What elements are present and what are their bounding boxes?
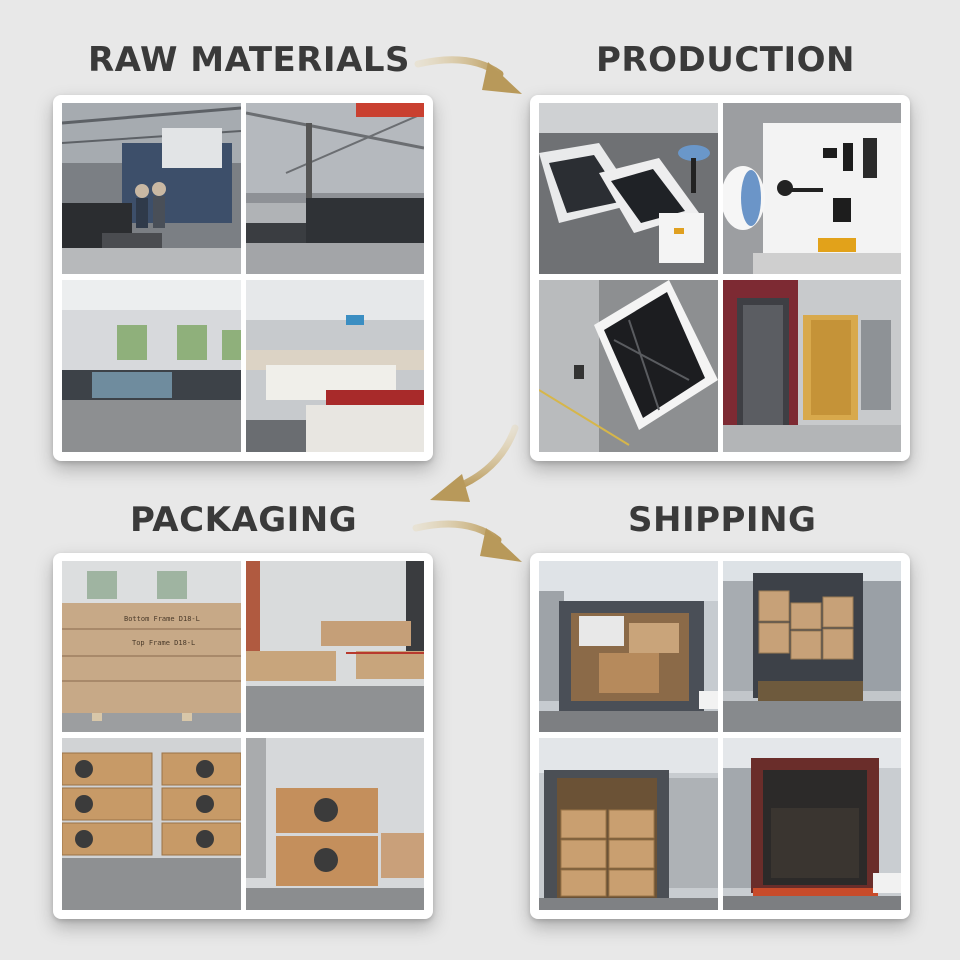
card-packaging: Bottom Frame D18-L Top Frame D18-L: [53, 553, 433, 919]
photo-wrapped-panel: [539, 280, 718, 452]
photo-labeled-frame-boxes: Bottom Frame D18-L Top Frame D18-L: [62, 561, 241, 732]
card-shipping: [530, 553, 910, 919]
step-title-packaging: PACKAGING: [130, 500, 358, 540]
photo-aluminum-profiles: [246, 103, 424, 274]
photo-frames-on-floor: [539, 103, 718, 274]
arrow-production-to-packaging: [430, 424, 519, 502]
photo-container-loading-2: [723, 561, 901, 732]
photo-container-loading-4: [723, 738, 901, 910]
photo-stacked-cartons: [62, 738, 241, 910]
photo-production-line: [246, 280, 424, 452]
step-title-raw-materials: RAW MATERIALS: [88, 40, 411, 80]
arrow-raw-to-production: [414, 56, 522, 94]
arrow-packaging-to-shipping: [412, 520, 522, 562]
photo-booth-assembly: [723, 280, 901, 452]
photo-container-loading-1: [539, 561, 718, 732]
box-label-top-frame: Top Frame D18-L: [132, 639, 195, 647]
step-title-shipping: SHIPPING: [628, 500, 817, 540]
photo-crated-boxes: [246, 738, 424, 910]
photo-container-loading-3: [539, 738, 718, 910]
box-label-bottom-frame: Bottom Frame D18-L: [124, 615, 200, 623]
photo-pallets-in-hall: [246, 561, 424, 732]
step-title-production: PRODUCTION: [596, 40, 855, 80]
photo-hardware-parts: [723, 103, 901, 274]
photo-glass-panels-warehouse: [62, 280, 241, 452]
card-raw-materials: [53, 95, 433, 461]
card-production: [530, 95, 910, 461]
photo-factory-machinery: [62, 103, 241, 274]
